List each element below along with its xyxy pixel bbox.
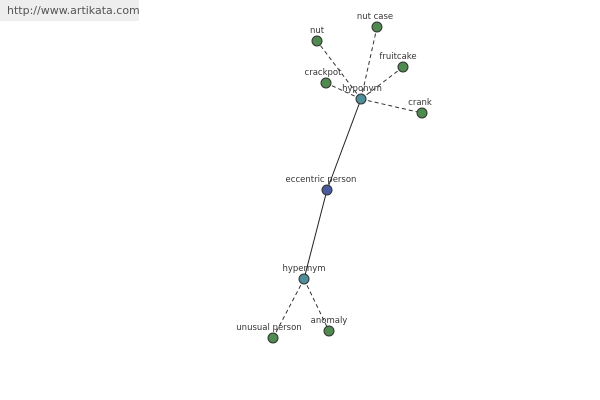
node-crank[interactable]: crank (408, 98, 432, 119)
node-hypernym-label: hypernym (282, 264, 325, 274)
edge-center-hypernym (303, 189, 328, 280)
edge-hyponym-fruitcake (360, 66, 404, 100)
node-nut-case[interactable]: nut case (357, 12, 393, 33)
watermark-link[interactable]: http://www.artikata.com (0, 0, 140, 21)
node-unusual-person-dot[interactable] (267, 332, 279, 344)
node-nut-case-label: nut case (357, 12, 393, 22)
node-eccentric-person-dot[interactable] (321, 184, 333, 196)
node-eccentric-person-label: eccentric person (286, 175, 357, 185)
node-crackpot-label: crackpot (305, 68, 343, 78)
node-anomaly[interactable]: anomaly (311, 316, 348, 337)
node-crackpot[interactable]: crackpot (305, 68, 343, 89)
node-unusual-person[interactable]: unusual person (236, 323, 302, 344)
node-eccentric-person[interactable]: eccentric person (286, 175, 357, 196)
edge-center-hyponym (326, 98, 362, 191)
node-hyponym-label: hyponym (342, 84, 382, 94)
node-hypernym-dot[interactable] (298, 273, 310, 285)
node-fruitcake-dot[interactable] (397, 61, 409, 73)
node-nut[interactable]: nut (310, 26, 325, 47)
node-nut-label: nut (310, 26, 325, 36)
node-nut-dot[interactable] (311, 35, 323, 47)
node-fruitcake-label: fruitcake (379, 52, 416, 62)
node-hyponym[interactable]: hyponym (342, 84, 382, 105)
node-crackpot-dot[interactable] (320, 77, 332, 89)
node-hyponym-dot[interactable] (355, 93, 367, 105)
node-hypernym[interactable]: hypernym (282, 264, 326, 285)
edge-hyponym-nut (316, 40, 362, 100)
node-anomaly-dot[interactable] (323, 325, 335, 337)
node-fruitcake[interactable]: fruitcake (379, 52, 417, 73)
edge-hyponym-nut-case (360, 26, 378, 100)
edge-hyponym-crank (360, 98, 423, 114)
node-crank-dot[interactable] (416, 107, 428, 119)
node-nut-case-dot[interactable] (371, 21, 383, 33)
edge-hypernym-anomaly (303, 278, 330, 332)
node-anomaly-label: anomaly (311, 316, 348, 326)
node-unusual-person-label: unusual person (236, 323, 301, 333)
node-crank-label: crank (408, 98, 432, 108)
